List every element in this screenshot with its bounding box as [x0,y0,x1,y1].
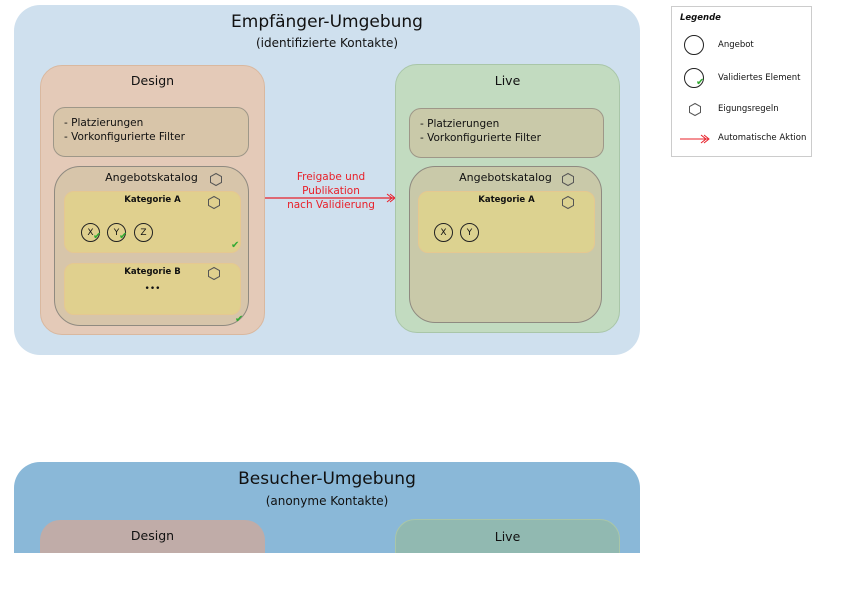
filters-label: - Vorkonfigurierte Filter [64,131,185,143]
live-title: Live [494,529,521,544]
offer-catalog: Angebotskatalog Kategorie A X✔ Y✔ Z ✔ Ka… [54,166,249,326]
eligibility-rule-icon [562,172,574,187]
eligibility-rule-icon [210,172,222,187]
check-icon: ✔ [119,231,128,242]
category-title: Kategorie A [478,195,535,205]
category-title: Kategorie A [124,195,181,205]
env-subtitle: (anonyme Kontakte) [265,494,389,508]
more-items: ••• [144,284,161,294]
eligibility-rule-icon [208,266,220,281]
legend: Legende Angebot ✔ Validiertes Element Ei… [671,6,812,157]
env-subtitle: (identifizierte Kontakte) [255,36,399,50]
design-title: Design [130,528,175,543]
visitor-environment: Besucher-Umgebung (anonyme Kontakte) Des… [14,462,640,553]
live-stage: Live - Platzierungen - Vorkonfigurierte … [395,64,620,333]
live-stage: Live [395,519,620,553]
catalog-title: Angebotskatalog [105,171,198,184]
placements-label: - Platzierungen [420,118,500,130]
design-title: Design [130,73,175,88]
offer-x: X✔ [81,223,102,242]
catalog-title: Angebotskatalog [459,171,552,184]
category-a: Kategorie A X Y [418,191,595,253]
env-title: Besucher-Umgebung [238,469,416,489]
placements-box: - Platzierungen - Vorkonfigurierte Filte… [53,107,249,157]
offer-catalog: Angebotskatalog Kategorie A X Y [409,166,602,323]
placements-box: - Platzierungen - Vorkonfigurierte Filte… [409,108,604,158]
placements-label: - Platzierungen [64,117,144,129]
offer-circle-icon [684,35,704,55]
eligibility-rule-icon [208,195,220,210]
category-a: Kategorie A X✔ Y✔ Z ✔ [64,191,241,253]
legend-title: Legende [680,13,721,23]
offer-x: X [434,223,453,242]
eligibility-rule-icon [689,102,701,117]
offer-y: Y [460,223,479,242]
offer-y: Y✔ [107,223,128,242]
validated-circle-icon: ✔ [684,68,704,88]
legend-item: Angebot [718,40,754,50]
filters-label: - Vorkonfigurierte Filter [420,132,541,144]
eligibility-rule-icon [562,195,574,210]
design-stage: Design - Platzierungen - Vorkonfiguriert… [40,65,265,335]
category-b: Kategorie B ••• [64,263,241,315]
check-icon: ✔ [235,314,244,325]
offer-z: Z [134,223,153,242]
legend-item: Validiertes Element [718,73,801,83]
check-icon: ✔ [231,240,240,251]
legend-item: Eigungsregeln [718,104,779,114]
auto-action-arrow-icon [680,134,710,144]
legend-item: Automatische Aktion [718,133,807,143]
check-icon: ✔ [93,231,102,242]
design-stage: Design [40,520,265,553]
env-title: Empfänger-Umgebung [231,12,423,32]
category-title: Kategorie B [124,267,181,277]
live-title: Live [494,73,521,88]
